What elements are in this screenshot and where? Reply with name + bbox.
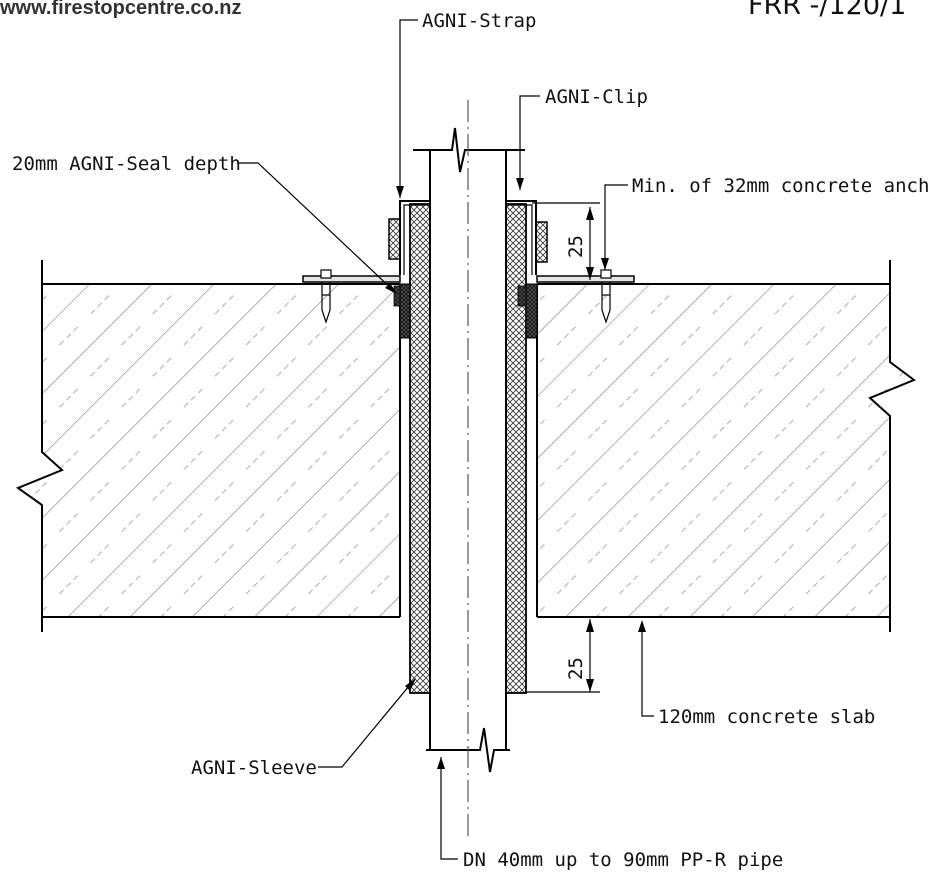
flange-right xyxy=(536,275,635,283)
concrete-slab-left xyxy=(15,260,401,632)
slab-label: 120mm concrete slab xyxy=(658,706,875,728)
dimension-top-value: 25 xyxy=(565,235,587,258)
agni-clip-left xyxy=(388,200,430,275)
dimension-top: 25 xyxy=(532,202,600,280)
anchor-label: Min. of 32mm concrete anchor xyxy=(632,175,930,197)
agni-sleeve xyxy=(409,203,527,694)
label-strap: AGNI-Strap xyxy=(396,10,536,198)
frr-reference: FRR -/120/1 xyxy=(748,0,906,21)
agni-seal xyxy=(393,283,538,339)
anchor-left xyxy=(320,269,332,324)
label-pipe: DN 40mm up to 90mm PP-R pipe xyxy=(437,757,783,871)
ppr-pipe xyxy=(413,100,525,840)
pipe-label: DN 40mm up to 90mm PP-R pipe xyxy=(463,849,783,871)
clip-label: AGNI-Clip xyxy=(545,86,648,108)
flange-left xyxy=(302,275,401,283)
dimension-bottom: 25 xyxy=(526,619,600,693)
sleeve-label: AGNI-Sleeve xyxy=(191,757,317,779)
label-clip: AGNI-Clip xyxy=(516,86,648,190)
strap-label: AGNI-Strap xyxy=(422,10,536,32)
dimension-bottom-value: 25 xyxy=(565,657,587,680)
anchor-right xyxy=(600,269,612,324)
agni-clip-right xyxy=(506,200,548,275)
label-slab: 120mm concrete slab xyxy=(638,620,875,728)
website-url: www.firestopcentre.co.nz xyxy=(0,0,242,19)
label-sleeve: AGNI-Sleeve xyxy=(191,678,416,779)
label-anchor: Min. of 32mm concrete anchor xyxy=(601,175,930,270)
label-seal-depth: 20mm AGNI-Seal depth xyxy=(12,153,397,294)
concrete-slab-right xyxy=(536,260,917,632)
seal-depth-label: 20mm AGNI-Seal depth xyxy=(12,153,241,175)
